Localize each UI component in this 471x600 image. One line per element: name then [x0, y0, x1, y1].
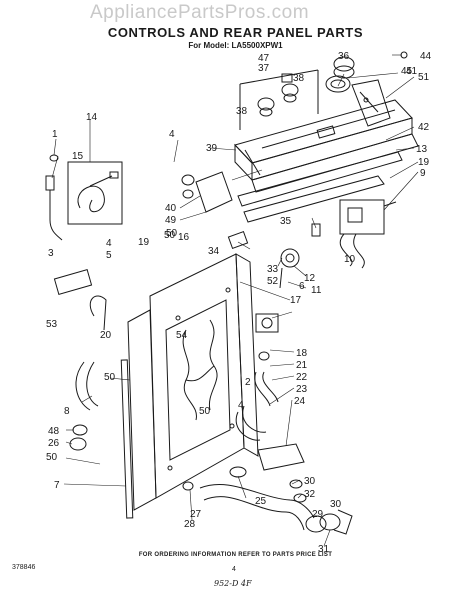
callout-51: 51: [418, 72, 430, 83]
callout-36: 36: [338, 51, 350, 62]
callout-29: 29: [312, 509, 324, 520]
callout-50-hose: 50: [104, 372, 116, 383]
cord-plug: [45, 154, 63, 241]
site-watermark: AppliancePartsPros.com: [90, 2, 310, 23]
callout-30-bottom: 30: [330, 499, 342, 510]
callout-39: 39: [206, 143, 218, 154]
page-number: 4: [232, 566, 236, 573]
cabinet-rear-panel: [127, 253, 259, 511]
callout-21: 21: [296, 360, 308, 371]
hose-coupling: [289, 479, 353, 535]
strain-relief: [53, 269, 93, 295]
callout-54: 54: [176, 330, 188, 341]
callout-14: 14: [86, 112, 98, 123]
callout-48: 48: [48, 426, 60, 437]
callout-38-top: 38: [293, 73, 305, 84]
callout-4-bottom: 4: [238, 400, 244, 411]
water-hose: [235, 405, 305, 471]
callout-13: 13: [416, 144, 428, 155]
inlet-valve: [254, 313, 279, 407]
callout-7: 7: [54, 480, 60, 491]
callout-32: 32: [304, 489, 316, 500]
callout-31: 31: [318, 544, 330, 555]
model-line: For Model: LA5500XPW1: [188, 41, 283, 50]
power-cord: [67, 161, 123, 225]
callout-33: 33: [267, 264, 279, 275]
callout-18: 18: [296, 348, 308, 359]
callout-27: 27: [190, 509, 202, 520]
diagram-title: CONTROLS AND REAR PANEL PARTS: [107, 25, 364, 40]
callout-12: 12: [304, 273, 316, 284]
callout-4-left: 4: [106, 238, 112, 249]
callout-52: 52: [267, 276, 279, 287]
callout-34: 34: [208, 246, 220, 257]
ordering-footer: FOR ORDERING INFORMATION REFER TO PARTS …: [138, 552, 333, 558]
callout-6: 6: [299, 281, 305, 292]
drain-hose: [75, 295, 107, 411]
callout-20: 20: [100, 330, 112, 341]
document-number: 378846: [12, 564, 36, 571]
callout-28: 28: [184, 519, 196, 530]
callout-15: 15: [72, 151, 84, 162]
callout-19-right: 19: [418, 157, 430, 168]
timer-knob: [325, 51, 408, 93]
callout-53: 53: [46, 319, 58, 330]
callout-4-top: 4: [169, 129, 175, 140]
hose-clamp: [69, 424, 88, 451]
callout-44: 44: [420, 51, 432, 62]
rear-control-panel: [237, 133, 419, 223]
callout-37: 37: [258, 63, 270, 74]
rotary-switch: [181, 171, 249, 250]
callout-50-rail: 50: [46, 452, 58, 463]
leader-lines: [51, 54, 419, 547]
callout-25: 25: [255, 496, 267, 507]
callout-26: 26: [48, 438, 60, 449]
callout-23: 23: [296, 384, 308, 395]
callout-40: 40: [165, 203, 177, 214]
callout-1: 1: [52, 129, 58, 140]
control-knobs: [239, 69, 319, 130]
timer-assembly: [339, 199, 397, 269]
callout-9: 9: [420, 168, 426, 179]
callout-8: 8: [64, 406, 70, 417]
callout-24: 24: [294, 396, 306, 407]
callout-50-top: 50: [166, 228, 178, 239]
callout-17: 17: [290, 295, 302, 306]
callout-30-top: 30: [304, 476, 316, 487]
callout-3: 3: [48, 248, 54, 259]
callout-49: 49: [165, 215, 177, 226]
callout-10: 10: [344, 254, 356, 265]
control-console: [234, 99, 413, 182]
callout-16: 16: [178, 232, 190, 243]
callout-2: 2: [245, 377, 251, 388]
water-level-switch: [279, 223, 321, 289]
fill-hose: [182, 466, 315, 531]
tube-rail: [120, 359, 134, 519]
callout-42: 42: [418, 122, 430, 133]
wiring-harness: [182, 319, 218, 421]
callout-50-center: 50: [164, 230, 176, 241]
console-bracket: [351, 79, 391, 127]
callout-38-left: 38: [236, 106, 248, 117]
callout-19-left: 19: [138, 237, 150, 248]
callout-41: 41: [406, 66, 418, 77]
callout-22: 22: [296, 372, 308, 383]
callout-11: 11: [311, 285, 322, 296]
handwritten-note: 952-D 4F: [214, 579, 252, 588]
callout-5: 5: [106, 250, 112, 261]
callout-labels: 1 2 3 4 4 4 5 6 7 8 9 10 11 12 13 14 15 …: [46, 51, 432, 555]
callout-45: 45: [401, 66, 413, 77]
callout-50-panel: 50: [199, 406, 211, 417]
callout-47: 47: [258, 53, 270, 64]
callout-35: 35: [280, 216, 292, 227]
